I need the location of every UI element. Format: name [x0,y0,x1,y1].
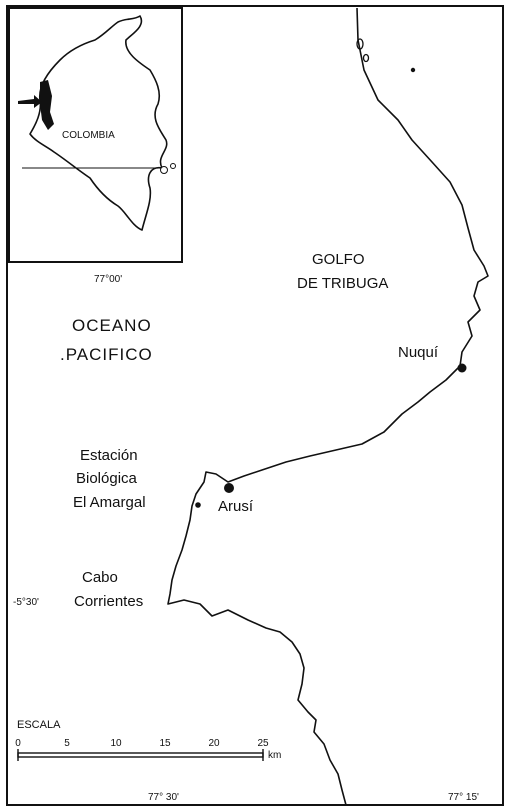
scale-tick-label: 5 [64,738,70,749]
lat-left-label: -5°30' [13,597,39,608]
island [356,38,364,50]
scale-bar: ESCALA 0 5 10 15 20 25 km [15,719,281,761]
lon-bottom-left-label: 77° 30' [148,792,179,803]
scale-unit: km [268,750,281,761]
inset-arrow [18,95,42,108]
island [362,53,370,63]
colombia-pacific-region [40,80,54,130]
lon-top-label: 77°00' [94,274,122,285]
cape-label-line2: Corrientes [74,593,143,610]
scale-tick-label: 10 [110,738,122,749]
inset-island [160,166,168,174]
inset-frame [8,7,183,263]
coastline [167,7,489,806]
scale-tick-label: 20 [208,738,220,749]
inset-map: COLOMBIA [8,7,183,263]
arusi-dot [224,483,234,493]
scale-tick-label: 0 [15,738,21,749]
cape-label-line1: Cabo [82,569,118,586]
nuqui-dot [457,363,467,373]
station-label-line1: Estación [80,447,138,464]
ocean-label-line1: OCEANO [72,316,152,335]
gulf-label-line1: GOLFO [312,251,365,268]
scale-tick-label: 25 [257,738,269,749]
scale-bar-body [17,752,264,758]
scale-title: ESCALA [17,719,61,731]
ocean-label-line2: .PACIFICO [60,345,153,364]
station-dot [195,502,201,508]
scale-tick-label: 15 [159,738,171,749]
scale-tick-labels: 0 5 10 15 20 25 [15,738,269,749]
station-label-line3: El Amargal [73,494,146,511]
map-frame [6,5,504,806]
island [410,67,416,73]
arusi-label: Arusí [218,498,254,515]
lon-bottom-right-label: 77° 15' [448,792,479,803]
gulf-label-line2: DE TRIBUGA [297,275,388,292]
inset-island [170,163,176,169]
nuqui-label: Nuquí [398,344,439,361]
inset-country-label: COLOMBIA [62,130,115,141]
station-label-line2: Biológica [76,470,138,487]
